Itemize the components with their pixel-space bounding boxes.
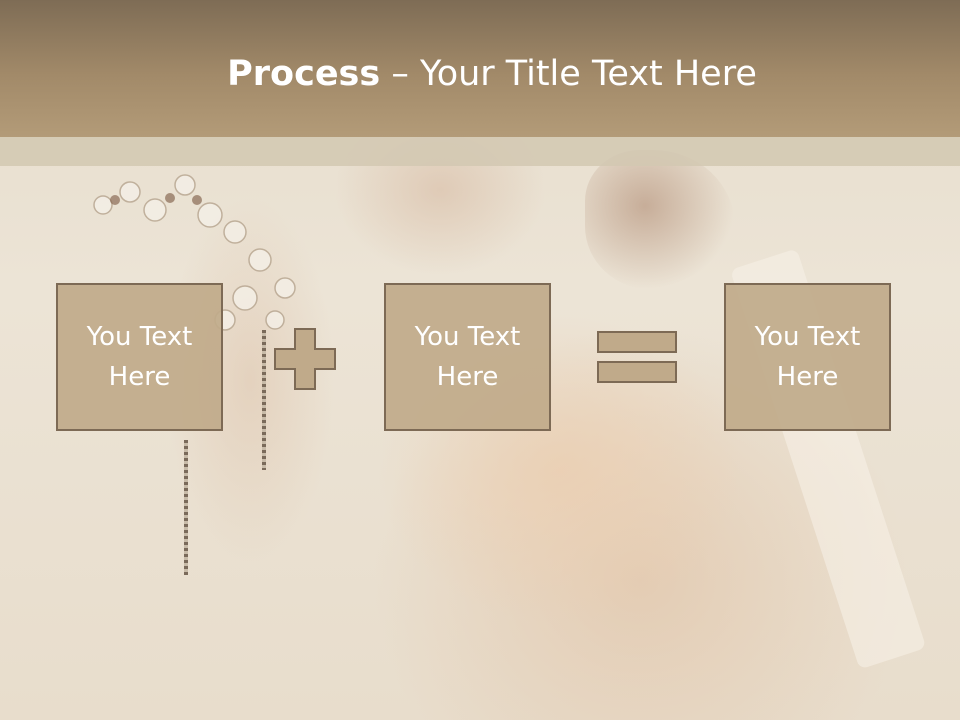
background-photo-chain xyxy=(184,440,188,575)
process-box-3[interactable]: You Text Here xyxy=(724,283,891,431)
title-band-lower xyxy=(0,137,960,166)
title-bold: Process xyxy=(227,54,381,94)
process-box-2-line2: Here xyxy=(436,362,499,392)
process-box-1-line1: You Text xyxy=(86,322,193,352)
background-photo-chain xyxy=(262,330,266,470)
background-photo-hair xyxy=(585,150,735,290)
title-band xyxy=(0,0,960,137)
process-box-1-line2: Here xyxy=(108,362,171,392)
process-box-3-line1: You Text xyxy=(754,322,861,352)
process-box-2[interactable]: You Text Here xyxy=(384,283,551,431)
equals-icon xyxy=(597,331,677,383)
process-box-2-line1: You Text xyxy=(414,322,521,352)
title-rest: – Your Title Text Here xyxy=(380,54,757,94)
plus-icon xyxy=(274,328,336,390)
process-box-1[interactable]: You Text Here xyxy=(56,283,223,431)
slide-title: Process – Your Title Text Here xyxy=(0,52,960,96)
process-box-3-line2: Here xyxy=(776,362,839,392)
background-photo-bracelet xyxy=(93,174,296,331)
